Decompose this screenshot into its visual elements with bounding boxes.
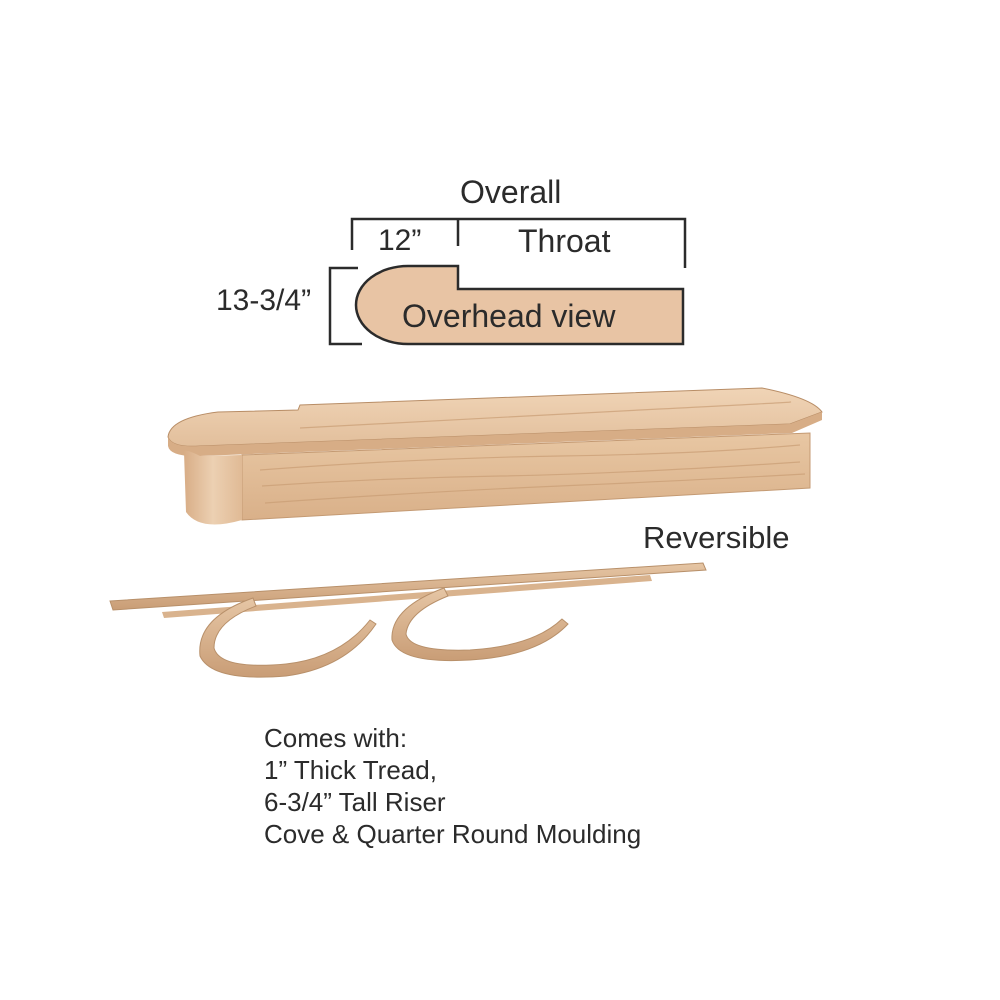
tread-edge [168, 412, 822, 457]
includes-list: Comes with: 1” Thick Tread, 6-3/4” Tall … [264, 722, 641, 850]
bullnose-width-label: 12” [378, 224, 422, 257]
includes-item: 6-3/4” Tall Riser [264, 787, 446, 817]
curved-moulding-right [391, 587, 569, 662]
overall-dimension-line [350, 217, 687, 268]
overhead-view-label: Overhead view [402, 298, 616, 334]
includes-item: Cove & Quarter Round Moulding [264, 819, 642, 849]
depth-label: 13-3/4” [216, 284, 312, 317]
straight-moulding [109, 562, 707, 611]
throat-label: Throat [518, 223, 611, 259]
curved-moulding-left [199, 597, 377, 678]
dimension-lines [328, 217, 687, 346]
includes-heading: Comes with: [264, 723, 408, 753]
overall-label: Overall [460, 174, 562, 210]
overhead-view-shape [354, 264, 685, 346]
reversible-label: Reversible [643, 520, 790, 555]
tread-riser-product [167, 387, 823, 525]
straight-moulding-2 [162, 575, 652, 618]
depth-dimension-line [328, 266, 362, 346]
riser-bullnose [184, 450, 242, 525]
includes-item: 1” Thick Tread, [264, 755, 437, 785]
mouldings [109, 562, 707, 678]
